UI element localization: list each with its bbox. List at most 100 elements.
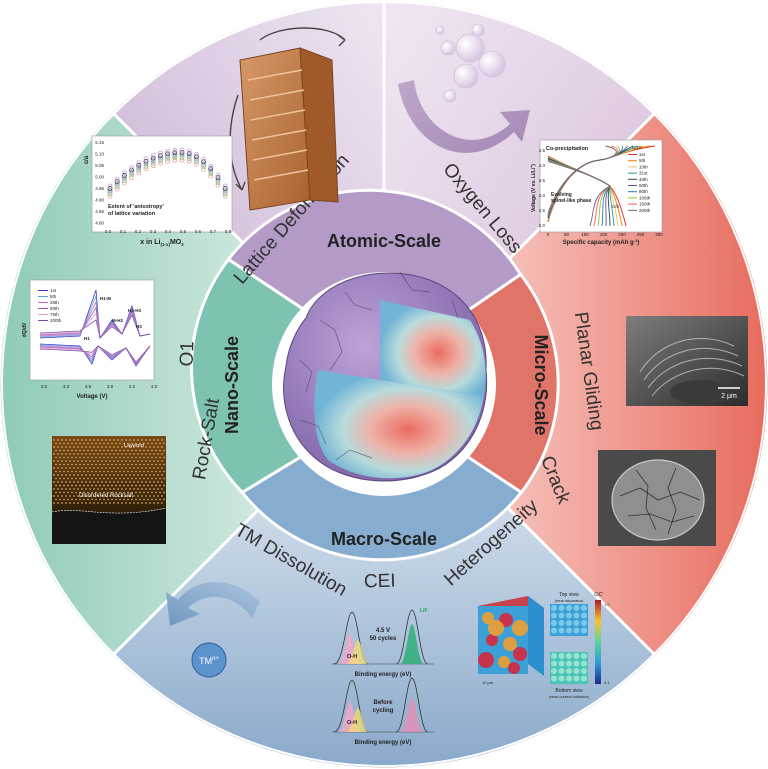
tem-dot bbox=[143, 477, 145, 480]
tem-dot bbox=[117, 481, 119, 483]
tem-dot bbox=[147, 470, 149, 473]
tem-dot bbox=[157, 446, 159, 448]
tem-dot bbox=[153, 488, 155, 490]
tem-dot bbox=[141, 474, 143, 476]
tem-dot bbox=[131, 449, 133, 452]
scale-label-micro: Micro-Scale bbox=[531, 334, 551, 435]
hetero-bottom-dot bbox=[551, 653, 557, 659]
tem-dot bbox=[159, 442, 161, 445]
xps-top-annotation-line2: 50 cycles bbox=[370, 636, 397, 642]
tem-dot bbox=[75, 456, 77, 459]
tem-dot bbox=[103, 491, 105, 494]
xps-xlabel-top: Binding energy (eV) bbox=[355, 672, 412, 678]
tem-dot bbox=[139, 463, 141, 466]
tem-dot bbox=[99, 484, 101, 487]
lattice-ytick: 4.90 bbox=[95, 198, 104, 203]
tem-dot bbox=[127, 463, 129, 466]
oxygen-legend-title: Co-precipitation bbox=[546, 146, 589, 152]
tem-dot bbox=[107, 463, 109, 466]
tem-dot bbox=[103, 484, 105, 487]
tem-dot bbox=[113, 446, 115, 448]
lattice-point bbox=[129, 172, 135, 178]
tem-dot bbox=[69, 495, 71, 497]
lattice-point bbox=[157, 158, 163, 164]
o1-peak-label: H3 bbox=[136, 324, 142, 329]
tem-dot bbox=[111, 498, 113, 501]
tem-dot bbox=[123, 477, 125, 480]
tem-dot bbox=[141, 453, 143, 455]
tem-dot bbox=[143, 498, 145, 501]
tem-dot bbox=[93, 495, 95, 497]
xps-bottom-annotation-line1: Before bbox=[373, 700, 393, 706]
hetero-top-dot bbox=[581, 612, 587, 619]
tem-dot bbox=[115, 484, 117, 487]
lattice-point bbox=[172, 152, 178, 158]
hetero-bottom-dots bbox=[551, 653, 587, 682]
lattice-point bbox=[107, 186, 113, 191]
tem-dot bbox=[109, 495, 111, 497]
tem-dot bbox=[81, 474, 83, 476]
tem-dot bbox=[89, 474, 91, 476]
oxygen-xlabel-main: Specific capacity (mAh g bbox=[563, 240, 634, 246]
oxygen-legend-item: 150th bbox=[639, 202, 651, 207]
tem-dot bbox=[93, 446, 95, 448]
tem-dot bbox=[151, 470, 153, 473]
tem-dot bbox=[159, 449, 161, 452]
tem-dot bbox=[89, 446, 91, 448]
tem-dot bbox=[101, 460, 103, 462]
tem-dot bbox=[133, 481, 135, 483]
tem-dot bbox=[109, 460, 111, 462]
hetero-bottom-view-line1: Bottom view bbox=[555, 688, 583, 694]
tem-dot bbox=[85, 495, 87, 497]
scale-label-nano: Nano-Scale bbox=[222, 336, 242, 434]
tem-dot bbox=[91, 463, 93, 466]
lattice-point bbox=[172, 155, 178, 161]
tem-dot bbox=[127, 456, 129, 459]
tem-dot bbox=[93, 502, 95, 504]
tem-dot bbox=[101, 488, 103, 490]
tem-dot bbox=[163, 442, 165, 445]
tem-dot bbox=[135, 456, 137, 459]
hetero-bottom-dot bbox=[573, 668, 580, 674]
lattice-point bbox=[107, 191, 113, 196]
tem-dot bbox=[95, 456, 97, 459]
hetero-bottom-dot bbox=[573, 675, 580, 682]
tm-ion: TMn+ bbox=[191, 642, 227, 678]
tem-dot bbox=[153, 481, 155, 483]
oxygen-ytick: 3.5 bbox=[539, 178, 546, 183]
tem-dot bbox=[149, 453, 151, 455]
tem-dot bbox=[109, 502, 111, 504]
tem-dot bbox=[91, 484, 93, 487]
lattice-annotation-line1: Extent of 'anisotropy' bbox=[108, 204, 164, 210]
tem-dot bbox=[145, 474, 147, 476]
tem-dot bbox=[147, 498, 149, 501]
tem-dot bbox=[89, 439, 91, 441]
tem-dot bbox=[87, 484, 89, 487]
lattice-point bbox=[208, 171, 214, 177]
lattice-point bbox=[179, 155, 185, 160]
tem-dot bbox=[71, 498, 73, 501]
tem-dot bbox=[139, 470, 141, 473]
tem-dot bbox=[97, 488, 99, 490]
tem-dot bbox=[117, 446, 119, 448]
hetero-cube-side bbox=[528, 596, 544, 676]
tem-dot bbox=[69, 474, 71, 476]
tem-dot bbox=[71, 470, 73, 473]
xps-f1s-envelope bbox=[395, 609, 429, 665]
tem-dot bbox=[73, 502, 75, 504]
tem-dot bbox=[159, 477, 161, 480]
tem-dot bbox=[115, 463, 117, 466]
tem-dot bbox=[109, 474, 111, 476]
tem-dot bbox=[133, 495, 135, 497]
o1-legend-item: 1st bbox=[50, 288, 57, 293]
tem-dot bbox=[73, 474, 75, 476]
tem-dot bbox=[95, 470, 97, 473]
tem-dot bbox=[135, 484, 137, 487]
tem-dot bbox=[145, 460, 147, 462]
tem-dot bbox=[133, 453, 135, 455]
tem-dot bbox=[89, 453, 91, 455]
tem-dot bbox=[117, 453, 119, 455]
tem-dot bbox=[83, 463, 85, 466]
oxygen-ylabel-end: ) bbox=[531, 164, 537, 166]
